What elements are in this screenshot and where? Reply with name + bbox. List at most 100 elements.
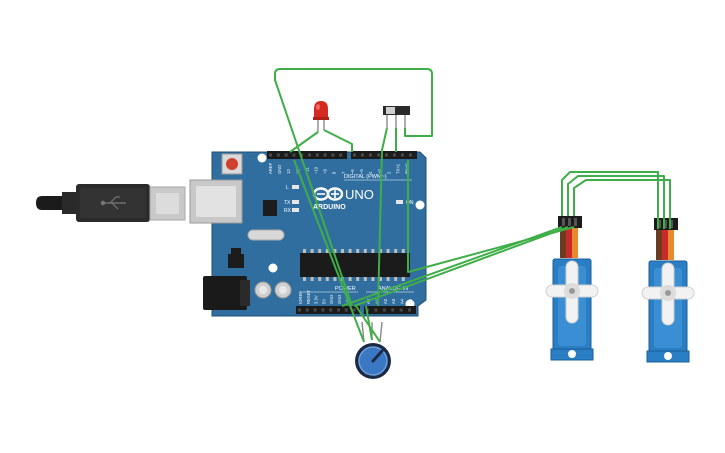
wire-led-to-pin	[323, 129, 353, 152]
red-led[interactable]	[313, 101, 329, 132]
header-pin-hole[interactable]	[399, 308, 403, 312]
digital-pin-label: 7	[341, 171, 346, 174]
header-pin-hole[interactable]	[382, 308, 386, 312]
power-pin-label: GND	[329, 295, 334, 304]
header-pin-hole[interactable]	[331, 153, 335, 157]
led-rx	[292, 208, 299, 212]
led-on	[396, 200, 403, 204]
digital-label: DIGITAL (PWM~)	[344, 174, 387, 180]
analog-pin-label: A3	[391, 298, 396, 304]
digital-pin-label: ~10	[314, 166, 319, 174]
header-pin-hole[interactable]	[391, 308, 395, 312]
wire-servo1-signal	[407, 160, 575, 273]
wires	[274, 68, 671, 343]
wire-switch-to-gnd	[377, 127, 388, 307]
header-pin-hole[interactable]	[329, 308, 333, 312]
power-pin-label: GND	[337, 295, 342, 304]
header-pin-hole[interactable]	[313, 308, 317, 312]
header-pin-hole[interactable]	[393, 153, 396, 157]
mounting-hole	[257, 153, 267, 163]
header-pin-hole[interactable]	[352, 308, 356, 312]
header-pin-hole[interactable]	[339, 153, 343, 157]
arduino-logo-icon	[312, 187, 344, 201]
switch-knob[interactable]	[386, 107, 395, 114]
analog-pin-label: A4	[400, 298, 405, 304]
header-pin-hole[interactable]	[369, 153, 372, 157]
servo-1[interactable]	[545, 216, 599, 361]
led-tx	[292, 200, 299, 204]
board-name: ARDUINO	[313, 204, 346, 211]
analog-pin-label: A1	[374, 298, 379, 304]
wire-led-to-gnd	[289, 131, 319, 153]
header-pin-hole[interactable]	[409, 153, 412, 157]
slide-switch[interactable]	[383, 106, 410, 128]
digital-pin-label: 8	[332, 171, 337, 174]
wire-pot-to-gnd	[293, 159, 365, 343]
analog-label: ANALOG IN	[378, 286, 408, 292]
header-pin-hole[interactable]	[300, 153, 304, 157]
wire-servo2-vcc	[567, 175, 665, 229]
analog-pin-label: A5	[408, 298, 413, 304]
digital-pin-label: ~3	[377, 169, 382, 174]
header-pin-hole[interactable]	[361, 153, 364, 157]
header-pin-hole[interactable]	[284, 153, 288, 157]
led-on-label: ON	[406, 200, 414, 206]
digital-header-2[interactable]	[351, 151, 417, 159]
header-pin-hole[interactable]	[269, 153, 272, 157]
wire-servo2-gnd	[561, 171, 659, 229]
power-pin-label: 3.3V	[314, 295, 319, 304]
led-rx-label: RX	[284, 208, 292, 214]
header-pin-hole[interactable]	[298, 308, 301, 312]
power-pin-label: IOREF	[298, 291, 303, 304]
power-jack	[203, 276, 247, 310]
digital-pin-label: ~6	[350, 169, 355, 174]
header-pin-hole[interactable]	[321, 308, 325, 312]
wire-pot-wiper-to-a0	[365, 305, 373, 341]
header-pin-hole[interactable]	[292, 153, 296, 157]
potentiometer-dial[interactable]	[371, 349, 384, 363]
power-pin-label: 5V	[321, 299, 326, 304]
power-header[interactable]	[296, 306, 360, 314]
led-tx-label: TX	[284, 200, 291, 206]
header-pin-hole[interactable]	[323, 153, 327, 157]
header-pin-hole[interactable]	[308, 153, 311, 157]
header-pin-hole[interactable]	[408, 308, 411, 312]
header-pin-hole[interactable]	[315, 153, 319, 157]
analog-header[interactable]	[364, 306, 416, 314]
digital-pin-label: TX>1	[395, 163, 400, 174]
header-pin-hole[interactable]	[353, 153, 356, 157]
analog-pin-label: A2	[383, 298, 388, 304]
regulator	[228, 254, 244, 268]
header-pin-hole[interactable]	[276, 153, 280, 157]
led-l	[292, 185, 299, 189]
digital-pin-label: 13	[286, 169, 291, 174]
usb-chip	[263, 200, 277, 216]
digital-pin-label: GND	[277, 165, 282, 174]
led-l-label: L	[286, 185, 289, 191]
digital-pin-label: 4	[368, 171, 373, 174]
mounting-hole	[415, 200, 425, 210]
crystal	[247, 229, 285, 241]
power-pin-label: RESET	[306, 290, 311, 304]
header-pin-hole[interactable]	[344, 308, 348, 312]
header-pin-hole[interactable]	[377, 153, 380, 157]
header-pin-hole[interactable]	[401, 153, 404, 157]
servo-2[interactable]	[641, 218, 695, 363]
header-pin-hole[interactable]	[385, 153, 388, 157]
header-pin-hole[interactable]	[374, 308, 378, 312]
atmega-chip	[300, 253, 410, 277]
header-pin-hole[interactable]	[337, 308, 340, 312]
reset-button-cap[interactable]	[226, 158, 238, 170]
digital-header-1[interactable]	[267, 151, 347, 159]
wire-switch-to-5v	[274, 68, 433, 307]
board-model: UNO	[345, 187, 374, 202]
digital-pin-label: ~5	[359, 169, 364, 174]
digital-pin-label: ~9	[323, 169, 328, 174]
header-pin-hole[interactable]	[305, 308, 309, 312]
digital-pin-label: ~11	[304, 167, 309, 174]
usb-cable[interactable]	[36, 184, 186, 222]
mounting-hole	[268, 263, 278, 273]
